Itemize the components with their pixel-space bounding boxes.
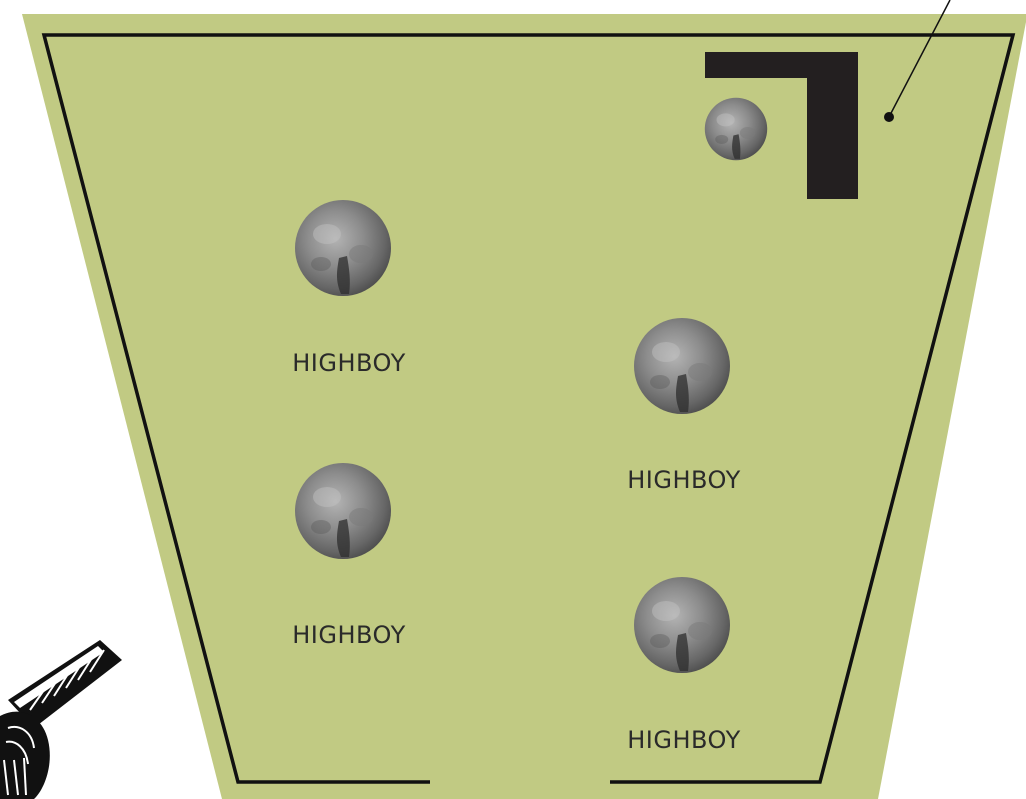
hole-label: HIGHBOY (627, 726, 741, 754)
fairway-area (22, 14, 1026, 799)
hole-label: HIGHBOY (292, 621, 406, 649)
hole-marker (634, 318, 730, 414)
hole-marker (295, 200, 391, 296)
hole-marker (295, 463, 391, 559)
hole-label: HIGHBOY (627, 466, 741, 494)
cannon-sketch-icon (0, 640, 122, 799)
small-hole-marker (705, 98, 767, 160)
hole-marker (634, 577, 730, 673)
hole-label: HIGHBOY (292, 349, 406, 377)
